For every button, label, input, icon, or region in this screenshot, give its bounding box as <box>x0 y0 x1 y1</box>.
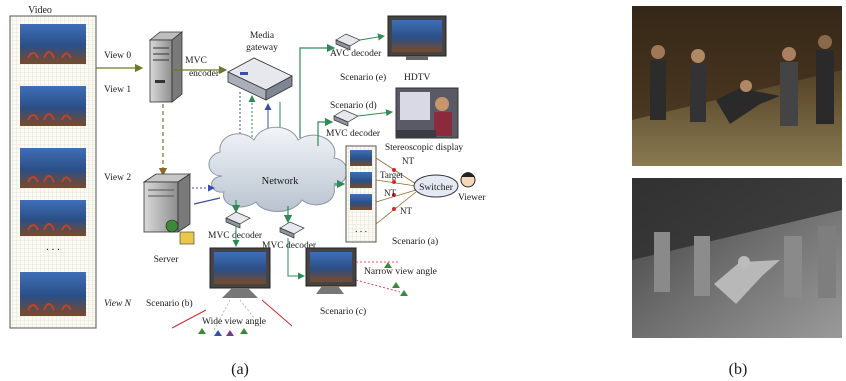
media-gateway-label-line2: gateway <box>246 43 278 53</box>
avc-hdtv-link <box>359 33 385 41</box>
network-avc-link <box>299 43 336 138</box>
panel-b-caption: (b) <box>729 361 748 378</box>
network-label: Network <box>262 176 299 187</box>
video-frame-3 <box>20 200 86 236</box>
wide-view-rays <box>171 299 293 331</box>
panel-b: (b) <box>632 6 842 378</box>
narrow-view-rays <box>355 261 401 293</box>
server-icon <box>142 173 195 245</box>
mvc-c-display-link <box>287 238 305 280</box>
mvc-encoder-label: MVC <box>185 56 207 66</box>
scenario-b-display <box>209 247 271 298</box>
wide-view-people-icon <box>198 328 248 336</box>
panel-a: Video . . . View 0 View 1 View 2 View N <box>9 5 486 378</box>
viewer-label: Viewer <box>458 193 486 203</box>
display-stack <box>345 145 377 243</box>
stack-ellipsis: . . . <box>355 225 367 235</box>
switcher-label: Switcher <box>419 183 454 193</box>
view-n-label: View N <box>104 299 132 309</box>
media-gateway-icon <box>227 57 293 101</box>
nt-bot-label: NT <box>400 206 412 216</box>
switcher-ellipse <box>413 174 459 198</box>
video-title: Video <box>28 5 52 16</box>
mvc-encoder-icon <box>148 31 184 103</box>
media-gateway-label: Media <box>250 31 275 41</box>
stereoscopic-display-photo <box>395 87 459 139</box>
mvc-decoder-b-label: MVC decoder <box>208 231 263 241</box>
narrow-view-label: Narrow view angle <box>364 267 437 277</box>
scenario-d-label: Scenario (d) <box>330 100 377 111</box>
video-ellipsis: . . . <box>46 241 60 253</box>
video-frame-2 <box>20 148 86 188</box>
video-frame-1 <box>20 86 86 126</box>
depth-map <box>632 178 842 338</box>
scenario-a-label: Scenario (a) <box>392 236 438 247</box>
view-1-label: View 1 <box>104 85 131 95</box>
network-cloud <box>208 126 348 212</box>
server-network-link-2 <box>193 197 221 205</box>
hdtv-label: HDTV <box>404 73 431 83</box>
network-mvc-d-link <box>317 117 334 146</box>
wide-view-label: Wide view angle <box>202 317 266 327</box>
viewer-icon <box>460 172 476 188</box>
mvc-decoder-c-icon <box>279 221 305 239</box>
mvc-encoder-label-line2: encoder <box>189 69 220 79</box>
stereoscopic-display-label: Stereoscopic display <box>385 143 464 153</box>
mvc-d-display-link <box>357 109 393 117</box>
panel-a-caption: (a) <box>231 361 249 378</box>
mvc-decoder-b-icon <box>225 211 251 229</box>
nt-top-label: NT <box>402 156 414 166</box>
scenario-c-display <box>305 247 357 294</box>
hdtv-icon <box>387 15 447 60</box>
scenario-b-label: Scenario (b) <box>146 298 193 309</box>
switcher-rays <box>375 157 417 225</box>
mvc-decoder-d-icon <box>333 109 359 127</box>
view-0-label: View 0 <box>104 51 131 61</box>
scenario-c-label: Scenario (c) <box>320 306 366 317</box>
scenario-e-label: Scenario (e) <box>340 72 386 83</box>
avc-decoder-label: AVC decoder <box>330 49 382 59</box>
mvc-decoder-c-label: MVC decoder <box>262 241 317 251</box>
dancer-photo <box>632 6 842 166</box>
server-label: Server <box>154 255 180 265</box>
video-frame-0 <box>20 24 86 64</box>
nt-mid-label: NT <box>384 188 396 198</box>
mvc-decoder-d-label: MVC decoder <box>326 129 381 139</box>
view-2-label: View 2 <box>104 173 131 183</box>
target-label: Target <box>380 170 403 180</box>
video-frame-n <box>20 272 86 316</box>
avc-decoder-icon <box>335 33 361 51</box>
narrow-view-people-icon <box>384 262 408 296</box>
